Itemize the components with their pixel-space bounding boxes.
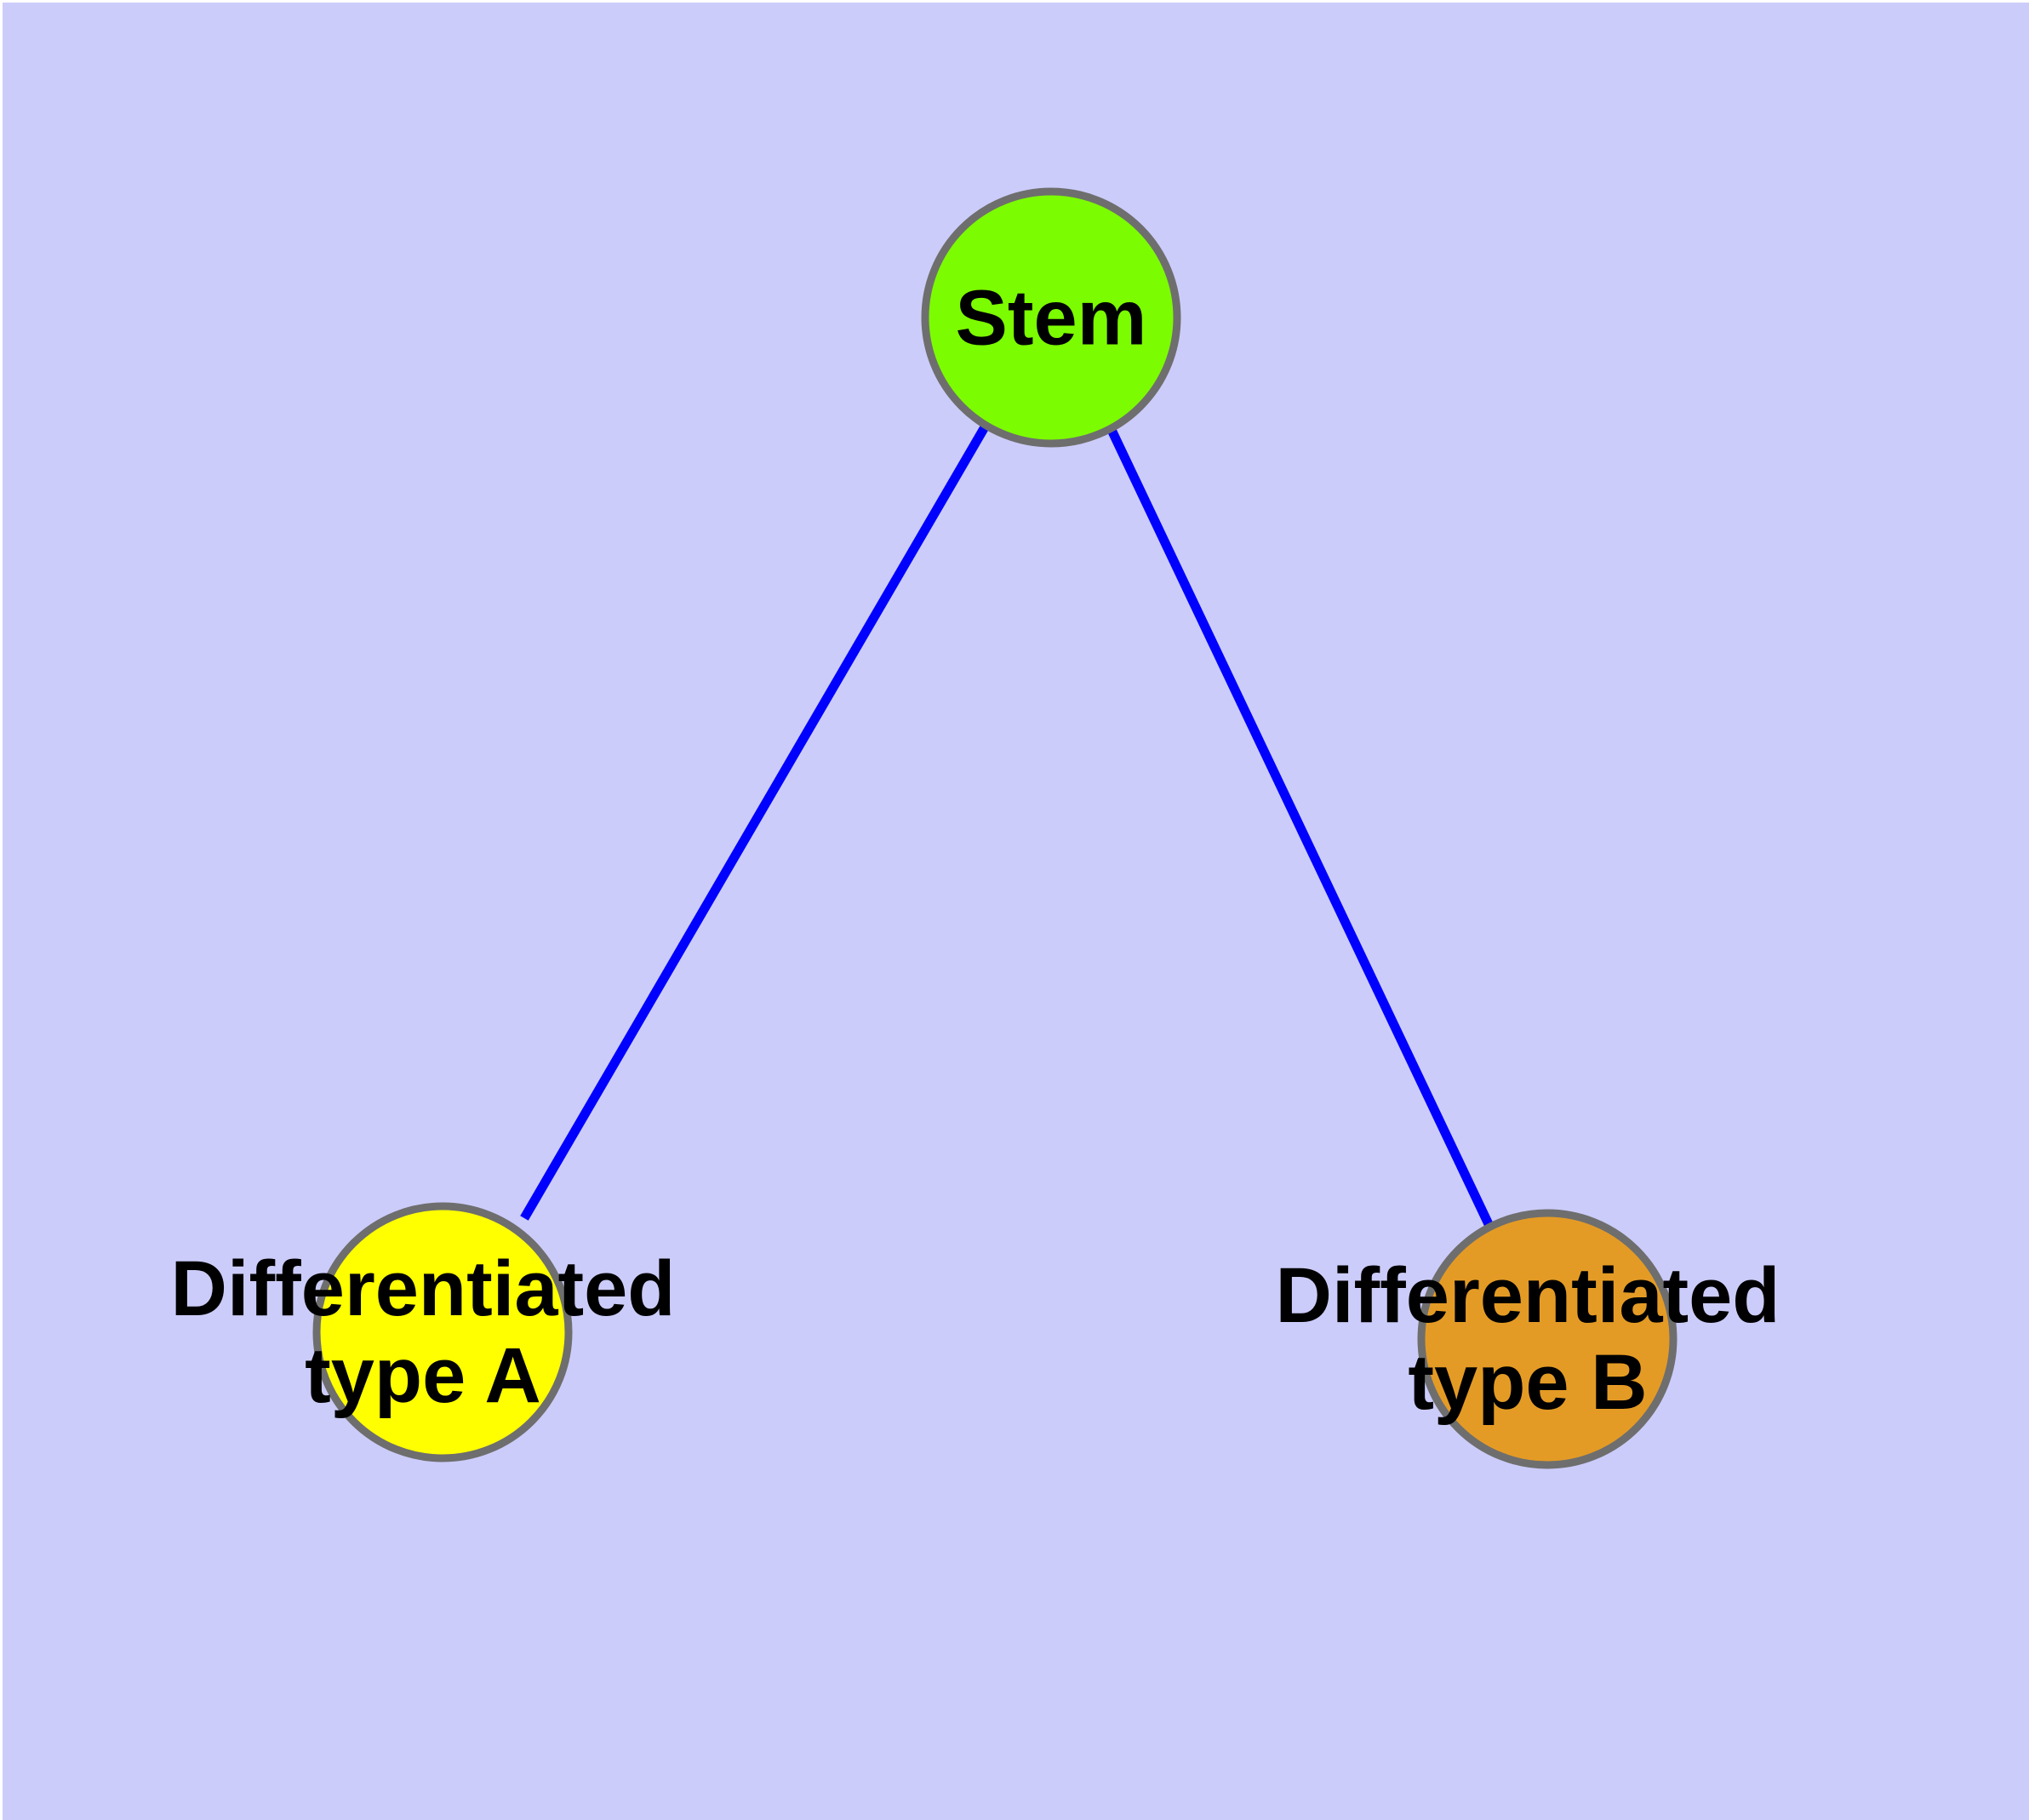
node-differentiated-type-a-label: Differentiated type A — [171, 1245, 676, 1419]
node-stem-circle[interactable] — [921, 187, 1181, 448]
nodes-layer — [312, 187, 1677, 1469]
node-differentiated-type-a-label-line-2: type A — [305, 1332, 541, 1419]
node-differentiated-type-b-circle[interactable] — [1417, 1209, 1677, 1469]
node-stem[interactable] — [921, 187, 1181, 448]
node-differentiated-type-b[interactable] — [1417, 1209, 1677, 1469]
node-differentiated-type-b-label: Differentiated type B — [1276, 1252, 1780, 1426]
node-differentiated-type-b-label-line-1: Differentiated — [1276, 1252, 1780, 1339]
node-differentiated-type-a-label-line-1: Differentiated — [171, 1245, 676, 1332]
node-differentiated-type-a-circle[interactable] — [312, 1202, 573, 1462]
node-differentiated-type-b-label-line-2: type B — [1408, 1339, 1647, 1426]
edges-layer — [520, 423, 1493, 1227]
edge-stem-to-differentiated-type-a[interactable] — [520, 423, 990, 1221]
edge-stem-to-differentiated-type-b[interactable] — [1107, 427, 1493, 1227]
node-stem-label: Stem — [956, 274, 1147, 361]
labels-layer: Stem Differentiated type A Differentiate… — [171, 274, 1780, 1426]
node-differentiated-type-a[interactable] — [312, 1202, 573, 1462]
